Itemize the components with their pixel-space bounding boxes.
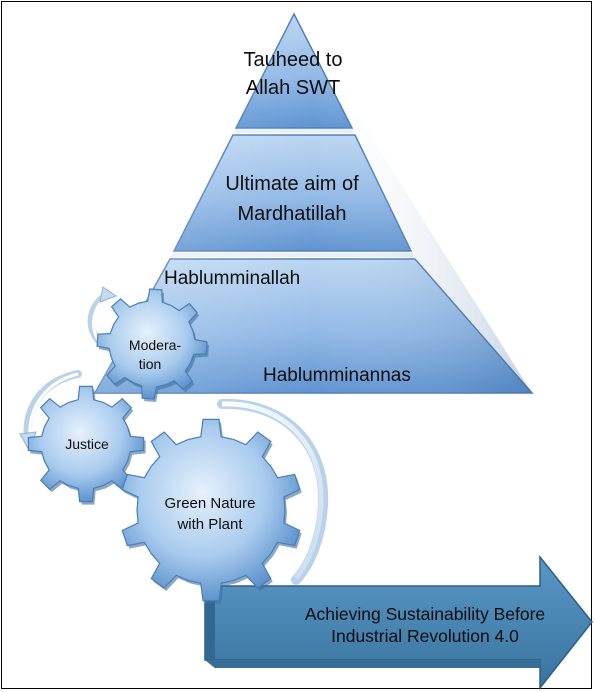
gear-moderation-label-line1: Modera- [129,337,181,353]
gear-justice-label: Justice [65,436,109,452]
pyramid-base-right-label: Hablumminannas [263,365,411,386]
gear-moderation-label-line2: tion [139,356,162,372]
gear-justice [27,385,146,505]
gear-green-nature [121,418,302,604]
gear-justice-body [27,385,145,503]
arrow-text-line1: Achieving Sustainability Before [305,604,545,624]
sustainability-arrow: Achieving Sustainability Before Industri… [204,554,593,691]
arrow-text-line2: Industrial Revolution 4.0 [331,626,519,646]
pyramid-middle-line1: Ultimate aim of [225,173,359,195]
pyramid-middle-line2: Mardhatillah [238,203,347,225]
cycle-arrows [19,286,329,585]
pyramid-top-line1: Tauheed to [244,49,343,71]
pyramid-base-left-label: Hablumminallah [164,268,300,289]
gear-green-body [121,418,301,602]
gear-green-label-line2: with Plant [176,516,243,533]
gear-green-label-line1: Green Nature [165,495,256,512]
gear-moderation [96,288,209,402]
pyramid-top-line2: Allah SWT [246,77,340,99]
pyramid-shading [95,14,532,393]
gear-moderation-body [96,288,208,400]
pyramid [93,12,534,394]
